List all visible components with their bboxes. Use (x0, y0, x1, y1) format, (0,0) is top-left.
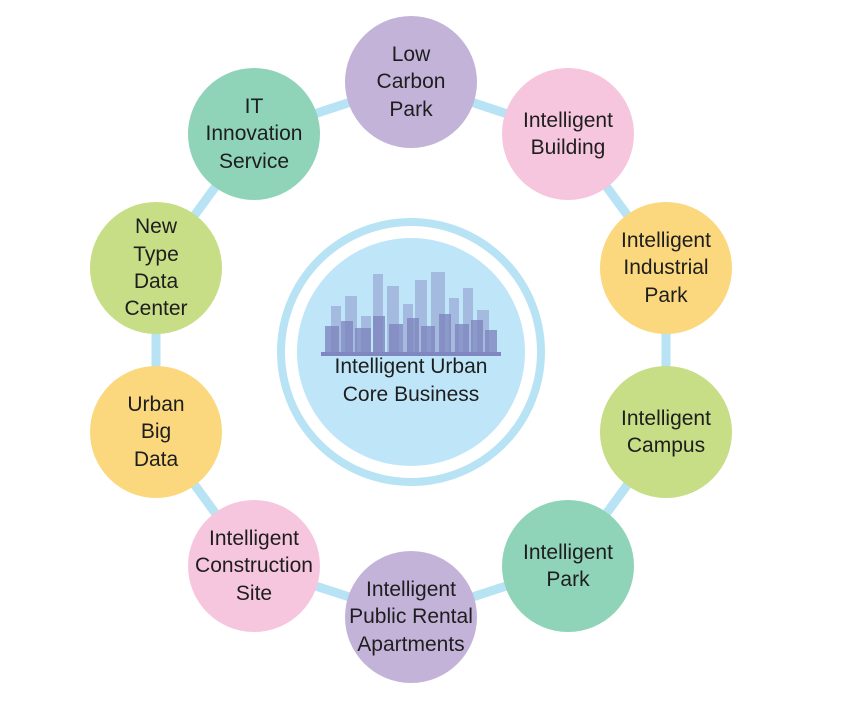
node-intelligent-building: Intelligent Building (502, 68, 634, 200)
node-intelligent-industrial-park: Intelligent Industrial Park (600, 202, 732, 334)
node-label: New Type Data Center (124, 215, 188, 321)
node-urban-big-data: Urban Big Data (90, 366, 222, 498)
node-label: Urban Big Data (127, 393, 185, 471)
node-intelligent-campus: Intelligent Campus (600, 366, 732, 498)
node-it-innovation-service: IT Innovation Service (188, 68, 320, 200)
node-label: Intelligent Park (523, 540, 613, 591)
node-low-carbon-park: Low Carbon Park (345, 16, 477, 148)
node-label: Intelligent Campus (621, 406, 711, 457)
node-intelligent-public-rental-apartments: Intelligent Public Rental Apartments (345, 551, 477, 683)
node-label: Low Carbon Park (376, 43, 446, 121)
node-label: Intelligent Public Rental Apartments (349, 578, 473, 656)
node-intelligent-park: Intelligent Park (502, 500, 634, 632)
core-label: Intelligent Urban Core Business (334, 355, 488, 407)
node-label: Intelligent Construction Site (195, 527, 313, 605)
node-label: IT Innovation Service (205, 95, 303, 173)
node-label: Intelligent Industrial Park (621, 229, 711, 307)
node-label: Intelligent Building (523, 108, 613, 159)
city-skyline-icon (321, 272, 501, 356)
core-outer-ring (277, 218, 545, 486)
node-new-type-data-center: New Type Data Center (90, 202, 222, 334)
core-circle: Intelligent Urban Core Business (297, 238, 525, 466)
node-intelligent-construction-site: Intelligent Construction Site (188, 500, 320, 632)
